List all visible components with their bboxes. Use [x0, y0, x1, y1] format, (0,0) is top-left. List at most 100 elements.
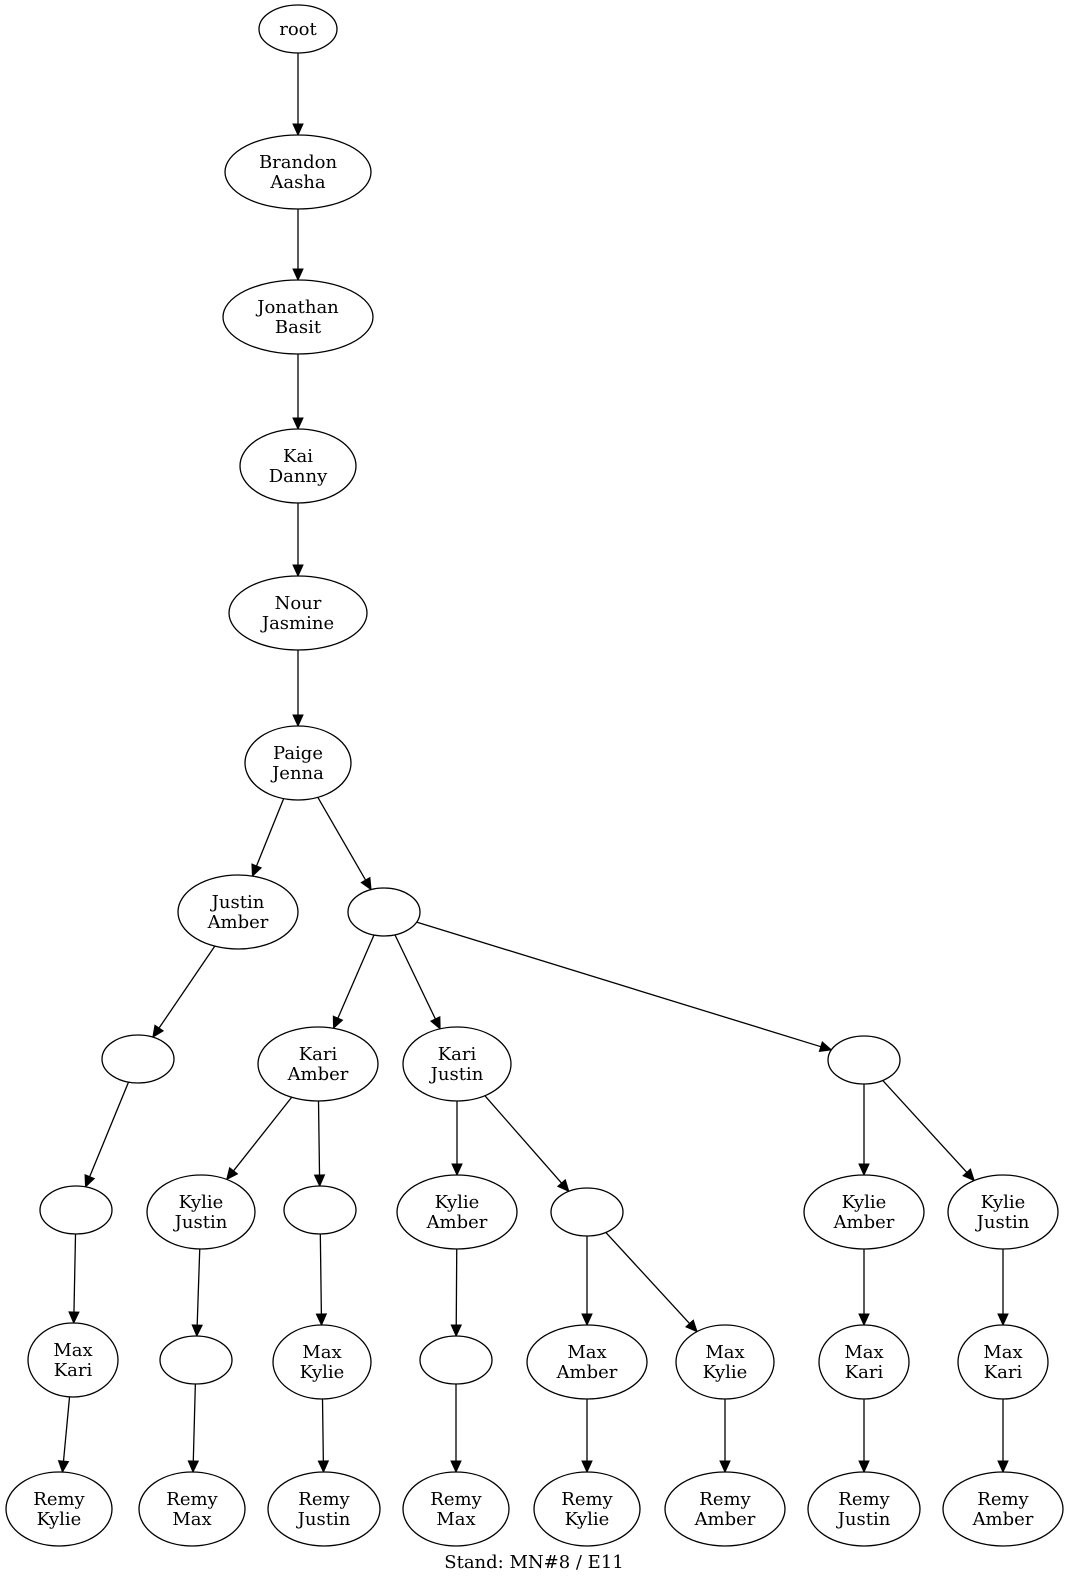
node-label-line: Amber: [287, 1064, 349, 1085]
node-label-line: Kari: [438, 1044, 477, 1065]
edge-n9-n10: [73, 1233, 77, 1313]
node-ellipse: [550, 1187, 624, 1237]
nodes-layer: rootBrandonAashaJonathanBasitKaiDannyNou…: [5, 4, 1064, 1547]
arrowhead-n21-n22: [450, 1324, 463, 1338]
arrowhead-n4-n5: [292, 714, 304, 728]
node-label-line: Nour: [275, 593, 322, 614]
node-label-line: Remy: [430, 1489, 482, 1510]
node-label-line: Danny: [269, 466, 328, 487]
node-label-line: Amber: [556, 1362, 618, 1383]
arrowhead-n32-n34: [997, 1460, 1009, 1474]
edge-n16-n18: [192, 1383, 197, 1462]
node-label-line: Justin: [296, 1509, 351, 1530]
node-label-line: Justin: [210, 892, 265, 913]
node-ellipse: [419, 1335, 493, 1385]
edge-n10-n11: [62, 1396, 71, 1462]
node-ellipse: [222, 279, 374, 355]
node-ellipse: [101, 1034, 175, 1084]
node-ellipse: [39, 1185, 113, 1235]
arrowhead-n30-n32: [997, 1313, 1009, 1327]
node-ellipse: [5, 1471, 113, 1547]
edge-n5-n6: [255, 798, 285, 867]
node-label-line: Max: [302, 1342, 341, 1363]
edge-n6-n8: [158, 945, 216, 1029]
edge-n13-n23: [484, 1095, 563, 1184]
node-label-line: Remy: [166, 1489, 218, 1510]
node-ellipse: [267, 1471, 381, 1547]
arrowhead-n12-n15: [225, 1166, 239, 1181]
node-ellipse: [827, 1035, 901, 1085]
arrowhead-n17-n19: [315, 1313, 328, 1327]
node-ellipse: [27, 1322, 119, 1398]
node-label-line: Justin: [173, 1212, 228, 1233]
arrowhead-n26-n28: [719, 1460, 731, 1474]
node-label-line: Max: [983, 1342, 1022, 1363]
node-label-line: Amber: [207, 912, 269, 933]
node-ellipse: [402, 1471, 510, 1547]
node-label-line: Amber: [833, 1212, 895, 1233]
node-ellipse: [347, 887, 421, 937]
edge-n17-n19: [319, 1233, 323, 1315]
node-label-line: Remy: [561, 1489, 613, 1510]
node-label-line: Jasmine: [260, 613, 334, 634]
node-ellipse: [138, 1471, 246, 1547]
tree-node: root: [258, 4, 338, 54]
tree-node: [283, 1185, 357, 1235]
node-ellipse: [526, 1324, 648, 1400]
node-label-line: Max: [567, 1342, 606, 1363]
node-label-line: Justin: [975, 1212, 1030, 1233]
arrowhead-n29-n31: [858, 1313, 870, 1327]
edge-n7-n13: [394, 934, 436, 1020]
node-label-line: Kylie: [565, 1509, 610, 1530]
arrowhead-n23-n25: [581, 1313, 593, 1327]
arrowhead-n14-n30: [962, 1168, 975, 1182]
arrowhead-n19-n20: [317, 1460, 330, 1474]
node-ellipse: [283, 1185, 357, 1235]
node-label-line: Basit: [275, 317, 322, 338]
arrowhead-n6-n8: [152, 1024, 165, 1039]
edge-n14-n30: [882, 1080, 968, 1173]
node-ellipse: [224, 134, 372, 210]
node-ellipse: [146, 1174, 256, 1250]
edge-n7-n12: [337, 934, 375, 1019]
node-ellipse: [957, 1324, 1049, 1400]
tree-node: [347, 887, 421, 937]
node-ellipse: [942, 1471, 1064, 1547]
arrowhead-n8-n9: [84, 1174, 96, 1188]
node-label-line: Justin: [429, 1064, 484, 1085]
node-label-line: Kai: [283, 446, 313, 467]
node-ellipse: [803, 1174, 925, 1250]
node-ellipse: [807, 1471, 921, 1547]
node-ellipse: [396, 1174, 518, 1250]
node-label-line: Kylie: [37, 1509, 82, 1530]
node-label-line: root: [279, 19, 317, 40]
node-label-line: Aasha: [269, 172, 326, 193]
arrowhead-n16-n18: [187, 1460, 200, 1474]
node-ellipse: [402, 1026, 512, 1102]
node-label-line: Kylie: [703, 1362, 748, 1383]
node-label-line: Kari: [54, 1360, 93, 1381]
node-ellipse: [533, 1471, 641, 1547]
arrowhead-n14-n29: [858, 1163, 870, 1177]
node-ellipse: [228, 575, 368, 651]
arrowhead-n5-n6: [251, 863, 263, 878]
edge-n23-n26: [605, 1232, 691, 1324]
